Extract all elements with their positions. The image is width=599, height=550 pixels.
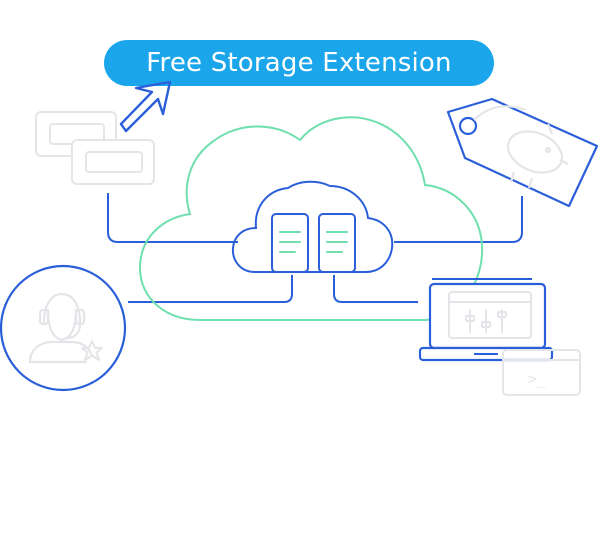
laptop-icon bbox=[418, 278, 554, 362]
terminal-icon: >_ bbox=[502, 349, 581, 396]
price-tag-icon bbox=[446, 97, 599, 208]
star-icon bbox=[81, 340, 103, 361]
inner-cloud-icon bbox=[231, 180, 394, 273]
cloud-icon bbox=[138, 116, 484, 321]
window-stack-icon bbox=[35, 111, 155, 185]
arrow-icon bbox=[119, 80, 172, 133]
server-lines bbox=[279, 231, 348, 253]
connector-lines bbox=[107, 193, 523, 303]
sliders-icon bbox=[448, 291, 532, 339]
free-storage-extension-badge: Free Storage Extension bbox=[104, 40, 494, 86]
price-tag-string bbox=[473, 105, 527, 121]
terminal-prompt: >_ bbox=[528, 370, 547, 388]
piggy-bank-icon bbox=[506, 123, 569, 189]
badge-label: Free Storage Extension bbox=[146, 48, 452, 78]
support-agent-icon bbox=[0, 264, 127, 392]
